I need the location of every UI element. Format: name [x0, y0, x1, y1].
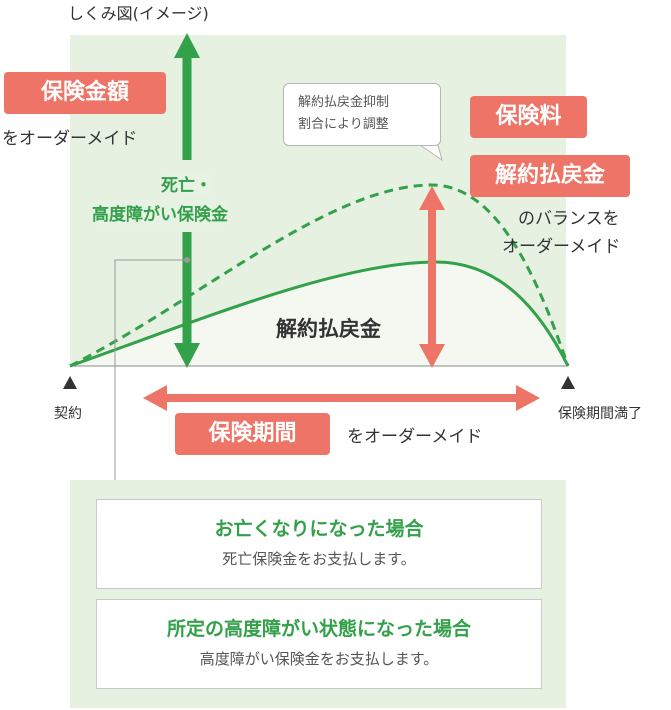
start-triangle-marker-icon: [63, 376, 77, 389]
premium-curve: [69, 183, 570, 368]
up-arrowhead-icon: [419, 186, 445, 210]
death-case-card: お亡くなりになった場合 死亡保険金をお支払します。: [96, 499, 542, 589]
up-arrowhead-icon: [174, 33, 200, 58]
death-benefit-label-line1: 死亡・: [161, 171, 212, 196]
down-arrowhead-icon: [174, 343, 200, 368]
contract-start-label: 契約: [54, 406, 82, 422]
balance-caption-line1: のバランスを: [518, 209, 620, 229]
disability-case-description: 高度障がい保険金をお支払します。: [199, 650, 439, 668]
insurance-period-badge: 保険期間: [175, 413, 330, 455]
callout-line1: 解約払戻金抑制: [298, 95, 390, 110]
surrender-area-fill: [70, 262, 568, 366]
diagram-title: しくみ図(イメージ): [68, 4, 209, 23]
end-triangle-marker-icon: [561, 376, 575, 389]
surrender-curve-label: 解約払戻金: [276, 317, 381, 341]
callout-box: 解約払戻金抑制 割合により調整: [283, 83, 441, 146]
death-case-description: 死亡保険金をお支払します。: [222, 550, 416, 568]
period-end-label: 保険期間満了: [558, 406, 642, 422]
leader-line: [114, 259, 187, 480]
disability-case-title: 所定の高度障がい状態になった場合: [166, 618, 471, 640]
disability-case-card: 所定の高度障がい状態になった場合 高度障がい保険金をお支払します。: [96, 599, 542, 689]
death-case-title: お亡くなりになった場合: [214, 518, 424, 540]
death-benefit-label-line2: 高度障がい保険金: [92, 200, 228, 225]
surrender-value-curve: [69, 260, 570, 368]
leader-dot: [184, 257, 190, 263]
sum-insured-badge: 保険金額: [4, 72, 166, 114]
left-arrowhead-icon: [143, 385, 167, 411]
sum-insured-caption: をオーダーメイド: [2, 129, 138, 149]
right-arrowhead-icon: [516, 385, 540, 411]
callout-line2: 割合により調整: [298, 117, 389, 132]
surrender-badge: 解約払戻金: [470, 155, 630, 197]
premium-badge: 保険料: [470, 96, 587, 138]
down-arrowhead-icon: [419, 344, 445, 368]
insurance-period-caption: をオーダーメイド: [347, 427, 483, 447]
balance-caption-line2: オーダーメイド: [502, 237, 621, 257]
